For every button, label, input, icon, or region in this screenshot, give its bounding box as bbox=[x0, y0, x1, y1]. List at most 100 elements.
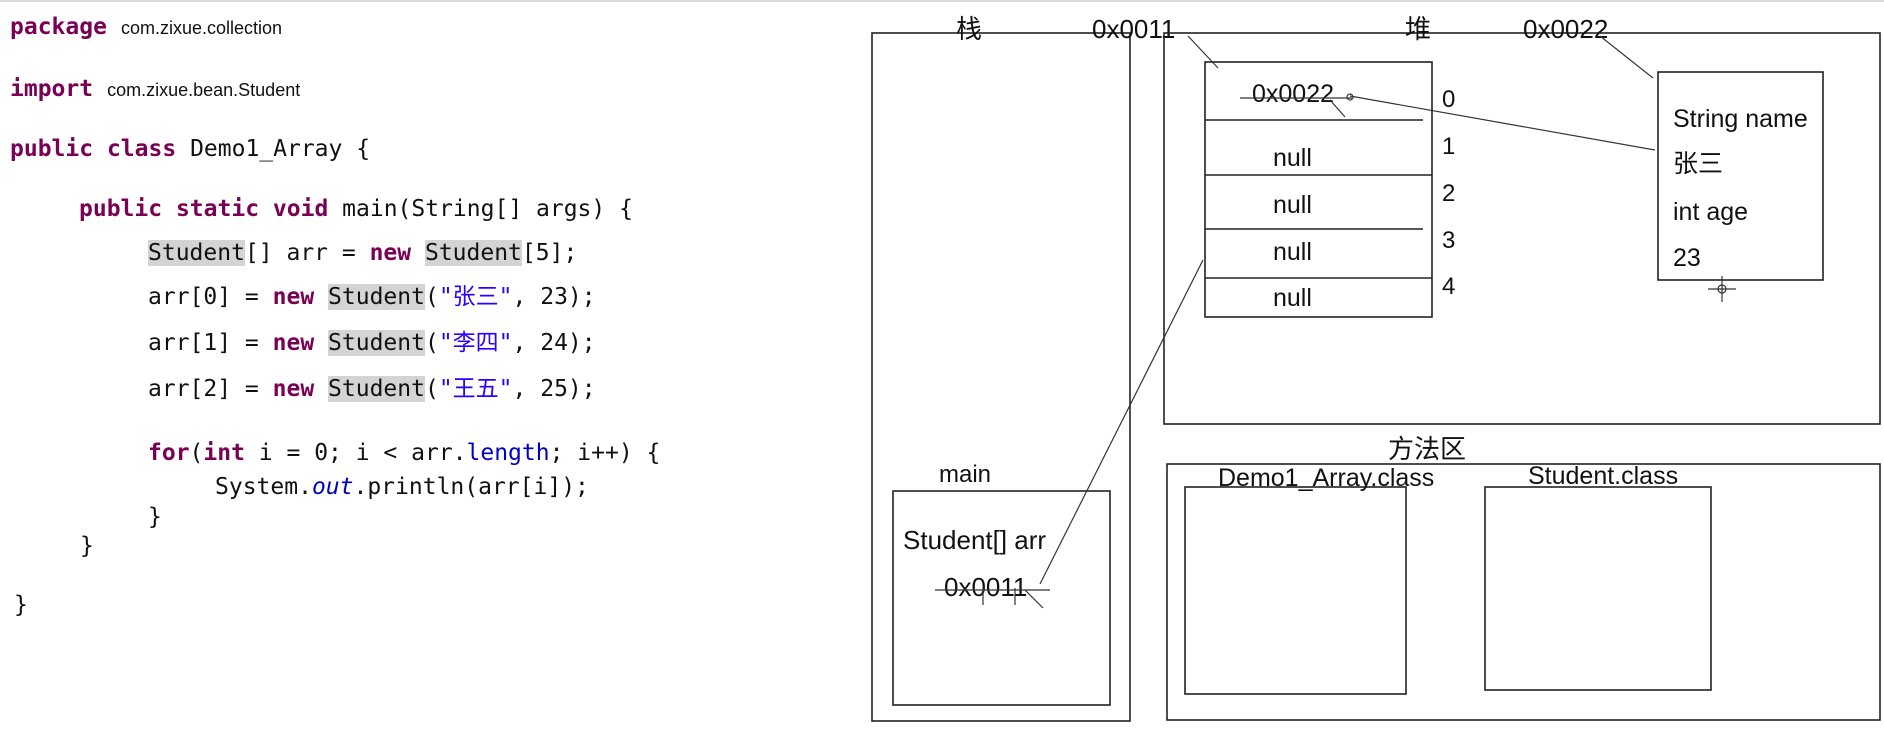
array-index-0: 0 bbox=[1442, 86, 1455, 113]
for-mid: i = 0; i < arr. bbox=[244, 440, 467, 466]
field-out: out bbox=[311, 474, 354, 500]
code-line-close-main: } bbox=[80, 531, 94, 561]
keyword-new: new bbox=[272, 284, 315, 310]
array-object bbox=[1204, 61, 1433, 318]
demo-class-box bbox=[1184, 486, 1407, 695]
array-cell-3: null bbox=[1273, 238, 1312, 266]
main-signature: main(String[] args) { bbox=[342, 196, 633, 222]
stack-address: 0x0011 bbox=[1092, 14, 1175, 44]
string-literal: "王五" bbox=[438, 376, 513, 402]
paren-open: ( bbox=[424, 284, 439, 310]
brace-close: } bbox=[80, 533, 94, 559]
field-length: length bbox=[466, 440, 550, 466]
code-line-close-class: } bbox=[14, 590, 28, 620]
main-frame bbox=[892, 490, 1111, 706]
decl-end: [5]; bbox=[521, 240, 578, 266]
keyword-import: import bbox=[10, 76, 94, 102]
main-variable: Student[] arr bbox=[903, 525, 1046, 555]
assign-target: arr[0] = bbox=[148, 284, 273, 310]
string-literal: "李四" bbox=[438, 330, 513, 356]
keyword-void: void bbox=[272, 196, 329, 222]
decl-mid: [] arr = bbox=[244, 240, 370, 266]
student-field-name-decl: String name bbox=[1673, 105, 1808, 133]
keyword-new: new bbox=[272, 376, 315, 402]
keyword-for: for bbox=[148, 440, 190, 466]
code-line-for: for(int i = 0; i < arr.length; i++) { bbox=[148, 440, 661, 466]
code-line-class-decl: public class Demo1_Array { bbox=[10, 134, 370, 164]
code-panel: package com.zixue.collection import com.zi… bbox=[0, 0, 860, 730]
keyword-class: class bbox=[106, 136, 177, 162]
type-student: Student bbox=[328, 284, 425, 310]
code-line-println: System.out.println(arr[i]); bbox=[215, 472, 589, 502]
type-student: Student bbox=[424, 240, 522, 266]
reference-arrow-array-to-student bbox=[1349, 95, 1656, 151]
code-line-import: import com.zixue.bean.Student bbox=[10, 74, 300, 105]
crosshair-center bbox=[1717, 284, 1727, 294]
println-post: .println(arr[i]); bbox=[353, 474, 589, 500]
student-field-name-value: 张三 bbox=[1673, 150, 1723, 178]
import-name: com.zixue.bean.Student bbox=[107, 80, 301, 100]
paren-open: ( bbox=[424, 330, 439, 356]
println-pre: System. bbox=[215, 474, 312, 500]
stack-label: 栈 bbox=[956, 14, 982, 44]
method-area-region bbox=[1166, 463, 1881, 721]
reference-arrow-stack-to-array bbox=[1039, 259, 1204, 585]
code-line-package: package com.zixue.collection bbox=[10, 12, 282, 43]
heap-address: 0x0022 bbox=[1523, 14, 1608, 44]
array-index-2: 2 bbox=[1442, 180, 1455, 207]
keyword-int: int bbox=[203, 440, 245, 466]
student-class-box bbox=[1484, 486, 1712, 691]
arrow-origin bbox=[1346, 93, 1354, 101]
cursor-tick bbox=[1024, 589, 1044, 609]
type-student: Student bbox=[148, 240, 245, 266]
code-line-assign-2: arr[2] = new Student("王五", 25); bbox=[148, 374, 596, 404]
method-area-label: 方法区 bbox=[1388, 434, 1466, 464]
code-line-assign-1: arr[1] = new Student("李四", 24); bbox=[148, 328, 596, 358]
main-variable-value: 0x0011 bbox=[944, 572, 1027, 602]
keyword-static: static bbox=[175, 196, 260, 222]
type-student: Student bbox=[328, 330, 425, 356]
arrow-tick bbox=[1329, 99, 1346, 118]
array-cell-4: null bbox=[1273, 284, 1312, 312]
code-line-main-decl: public static void main(String[] args) { bbox=[79, 194, 633, 224]
address-pointer-student bbox=[1599, 35, 1654, 79]
top-border bbox=[0, 0, 1884, 2]
student-class-label: Student.class bbox=[1528, 462, 1678, 490]
string-literal: "张三" bbox=[438, 284, 513, 310]
heap-region bbox=[1163, 32, 1881, 425]
student-field-age-decl: int age bbox=[1673, 198, 1748, 226]
assign-target: arr[2] = bbox=[148, 376, 273, 402]
type-student: Student bbox=[328, 376, 425, 402]
student-object bbox=[1657, 71, 1824, 281]
array-index-4: 4 bbox=[1442, 273, 1455, 300]
array-cell-0: 0x0022 bbox=[1252, 80, 1334, 108]
assign-target: arr[1] = bbox=[148, 330, 273, 356]
assign-args: , 23); bbox=[512, 284, 596, 310]
keyword-public: public bbox=[79, 196, 163, 222]
assign-args: , 24); bbox=[512, 330, 596, 356]
code-line-array-decl: Student[] arr = new Student[5]; bbox=[148, 238, 577, 268]
code-line-assign-0: arr[0] = new Student("张三", 23); bbox=[148, 282, 596, 312]
code-line-close-for: } bbox=[148, 502, 162, 532]
array-index-1: 1 bbox=[1442, 133, 1455, 160]
brace-close: } bbox=[14, 592, 28, 618]
main-frame-label: main bbox=[939, 461, 991, 488]
demo-class-label: Demo1_Array.class bbox=[1218, 464, 1434, 492]
keyword-new: new bbox=[369, 240, 412, 266]
stack-region bbox=[871, 32, 1131, 722]
class-name: Demo1_Array { bbox=[190, 136, 371, 162]
address-pointer-array bbox=[1187, 35, 1219, 69]
package-name: com.zixue.collection bbox=[120, 18, 283, 38]
keyword-new: new bbox=[272, 330, 315, 356]
heap-label: 堆 bbox=[1405, 14, 1431, 44]
array-cell-1: null bbox=[1273, 144, 1312, 172]
keyword-public: public bbox=[10, 136, 94, 162]
array-cell-2: null bbox=[1273, 191, 1312, 219]
array-index-3: 3 bbox=[1442, 227, 1455, 254]
keyword-package: package bbox=[10, 14, 107, 40]
for-end: ; i++) { bbox=[549, 440, 661, 466]
brace-close: } bbox=[148, 504, 162, 530]
paren-open: ( bbox=[424, 376, 439, 402]
assign-args: , 25); bbox=[512, 376, 596, 402]
